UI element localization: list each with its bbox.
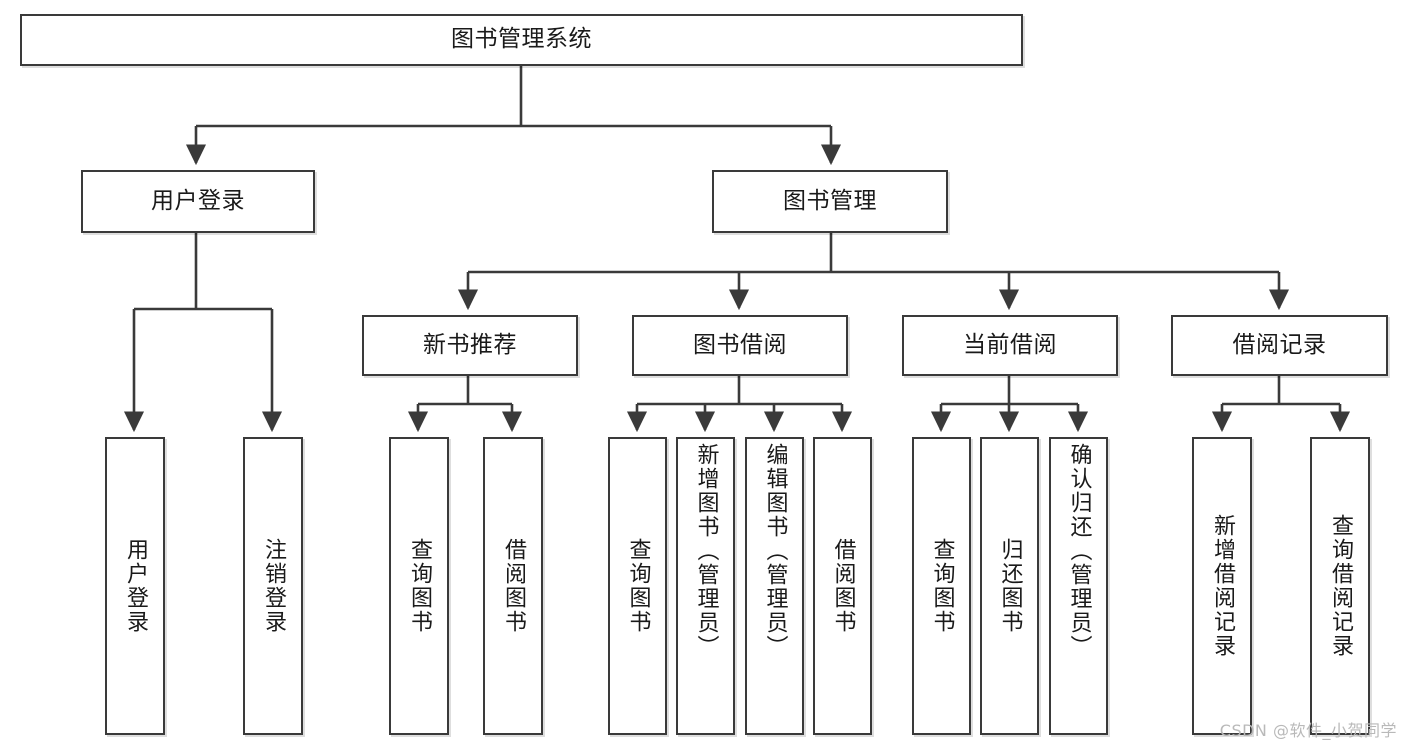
node-label: 新书推荐	[423, 331, 517, 358]
node-borrow-record[interactable]: 借阅记录	[1171, 315, 1388, 376]
node-label: 归还图书	[997, 538, 1023, 634]
node-label: 注销登录	[261, 538, 286, 634]
leaf-book-borrow-add-book-admin[interactable]: 新增图书（管理员）	[676, 437, 735, 735]
leaf-book-borrow-query-book[interactable]: 查询图书	[608, 437, 667, 735]
node-label: 图书管理系统	[451, 26, 592, 53]
node-label: 新增图书（管理员）	[693, 443, 719, 659]
node-label: 查询借阅记录	[1328, 514, 1353, 658]
leaf-borrow-record-query-record[interactable]: 查询借阅记录	[1310, 437, 1370, 735]
leaf-borrow-record-add-record[interactable]: 新增借阅记录	[1192, 437, 1252, 735]
node-label: 编辑图书（管理员）	[762, 443, 788, 659]
leaf-user-login-login[interactable]: 用户登录	[105, 437, 165, 735]
node-book-borrow[interactable]: 图书借阅	[632, 315, 848, 376]
node-label: 查询图书	[407, 538, 432, 634]
leaf-book-borrow-borrow-book[interactable]: 借阅图书	[813, 437, 872, 735]
node-label: 新增借阅记录	[1210, 514, 1235, 658]
node-label: 查询图书	[929, 538, 955, 634]
leaf-current-borrow-return-book[interactable]: 归还图书	[980, 437, 1039, 735]
node-new-book-recommend[interactable]: 新书推荐	[362, 315, 578, 376]
node-label: 借阅图书	[501, 538, 526, 634]
leaf-current-borrow-confirm-return-admin[interactable]: 确认归还（管理员）	[1049, 437, 1108, 735]
csdn-watermark: CSDN @软件_小贺同学	[1219, 721, 1397, 740]
node-label: 用户登录	[151, 187, 245, 214]
node-book-management[interactable]: 图书管理	[712, 170, 948, 233]
node-label: 图书借阅	[693, 331, 787, 358]
leaf-user-login-logout[interactable]: 注销登录	[243, 437, 303, 735]
leaf-current-borrow-query-book[interactable]: 查询图书	[912, 437, 971, 735]
node-root-book-management-system[interactable]: 图书管理系统	[20, 14, 1023, 66]
node-user-login[interactable]: 用户登录	[81, 170, 315, 233]
node-label: 当前借阅	[963, 331, 1057, 358]
node-label: 借阅记录	[1232, 331, 1327, 358]
node-label: 查询图书	[625, 538, 651, 634]
leaf-new-book-borrow-book[interactable]: 借阅图书	[483, 437, 543, 735]
node-label: 确认归还（管理员）	[1066, 443, 1092, 659]
leaf-book-borrow-edit-book-admin[interactable]: 编辑图书（管理员）	[745, 437, 804, 735]
node-label: 图书管理	[783, 187, 877, 214]
node-label: 用户登录	[123, 538, 148, 634]
node-current-borrow[interactable]: 当前借阅	[902, 315, 1118, 376]
leaf-new-book-query-book[interactable]: 查询图书	[389, 437, 449, 735]
node-label: 借阅图书	[830, 538, 856, 634]
